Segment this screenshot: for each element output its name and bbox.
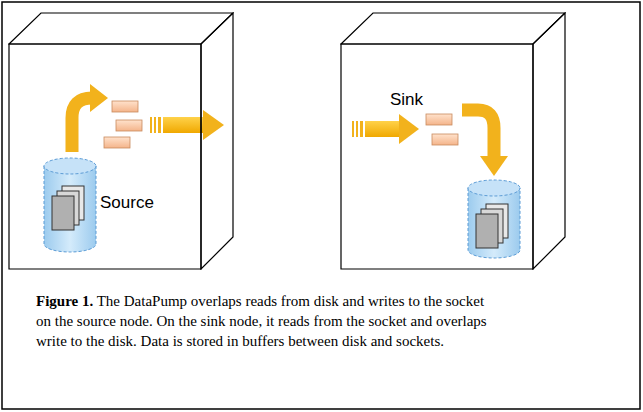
- cube-node: Source: [8, 12, 234, 270]
- cube-outline: [340, 12, 566, 270]
- buffer-blocks: [104, 101, 142, 148]
- cube-face: [533, 13, 565, 269]
- send-arrow: [150, 110, 224, 140]
- figure-caption: The DataPump overlaps reads from disk an…: [36, 293, 487, 349]
- cube-face: [9, 13, 233, 44]
- node-label: Sink: [390, 90, 423, 110]
- cube-face: [201, 13, 233, 269]
- disk-icon: [44, 158, 96, 252]
- cube-face: [341, 13, 565, 44]
- cube-outline: [8, 12, 234, 270]
- disk-icon: [468, 180, 520, 258]
- cube-node: Sink: [340, 12, 566, 270]
- read-arrow: [72, 84, 108, 152]
- cube-face: [341, 44, 533, 269]
- node-label: Source: [100, 193, 154, 213]
- receive-arrow: [352, 114, 419, 144]
- cube-face: [9, 44, 201, 269]
- caption-box: Figure 1. The DataPump overlaps reads fr…: [36, 291, 488, 351]
- write-arrow: [462, 110, 508, 176]
- socket-pipe: [234, 118, 341, 136]
- buffer-blocks: [426, 114, 458, 145]
- figure-number: Figure 1.: [36, 293, 93, 309]
